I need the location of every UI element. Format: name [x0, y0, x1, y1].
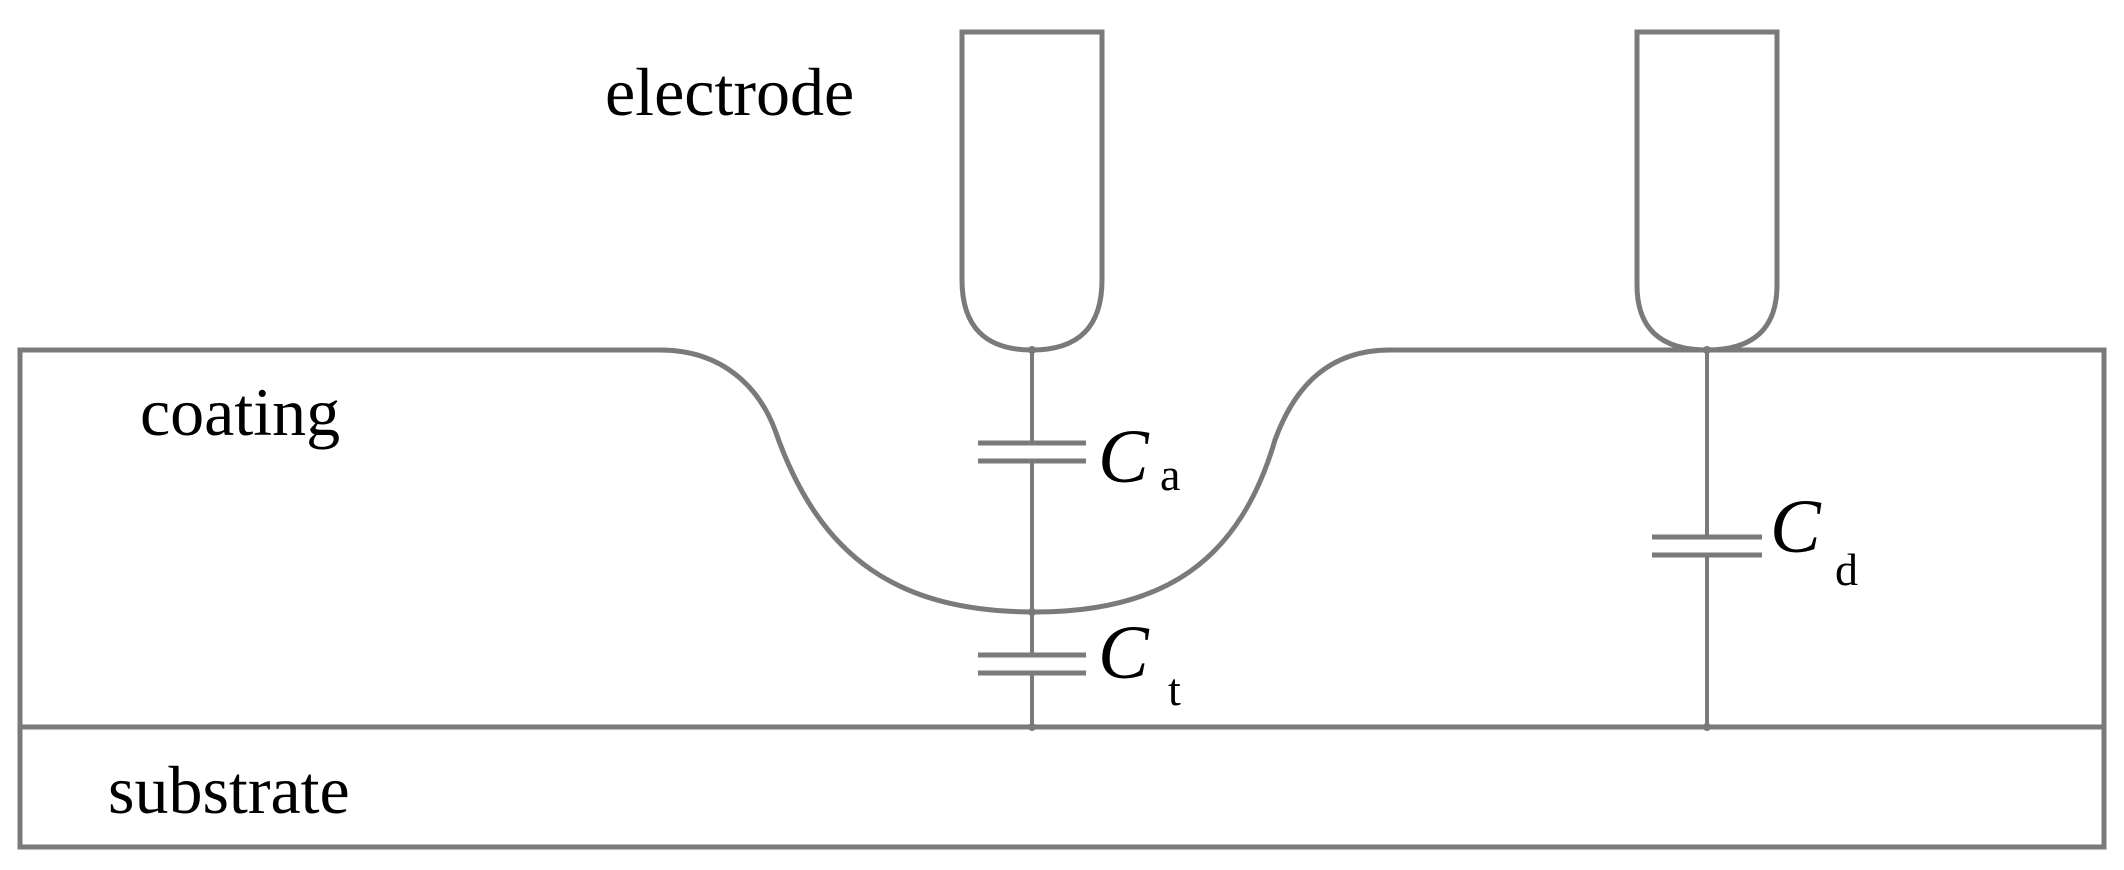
substrate-layer	[17, 724, 2107, 850]
svg-text:t: t	[1168, 664, 1181, 715]
capacitor-ct-label: C t	[1098, 611, 1181, 715]
svg-text:C: C	[1770, 485, 1822, 569]
svg-text:C: C	[1098, 611, 1150, 695]
left-electrode	[959, 29, 1105, 353]
capacitor-ca-label: C a	[1098, 415, 1180, 500]
left-circuit	[978, 346, 1086, 731]
svg-text:a: a	[1160, 449, 1180, 500]
svg-text:C: C	[1098, 415, 1150, 499]
electrode-label: electrode	[605, 54, 854, 130]
svg-text:d: d	[1835, 544, 1858, 595]
capacitor-cd-label: C d	[1770, 485, 1858, 595]
substrate-label: substrate	[108, 752, 350, 828]
right-circuit	[1652, 346, 1762, 731]
coating-label: coating	[140, 374, 340, 450]
right-electrode	[1634, 29, 1780, 353]
